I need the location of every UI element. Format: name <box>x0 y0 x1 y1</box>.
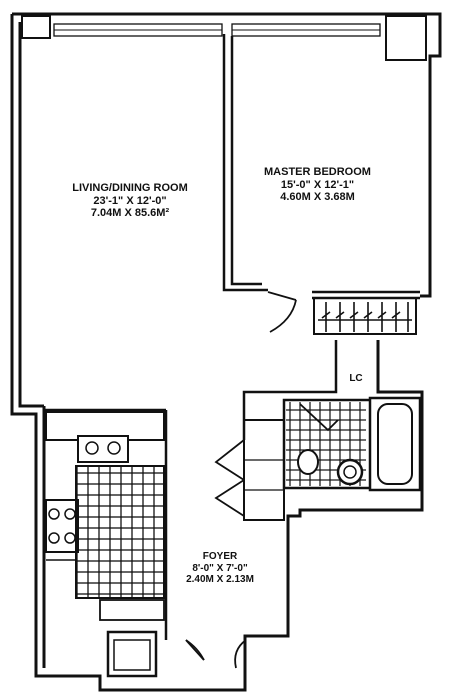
exterior-walls <box>10 12 442 692</box>
living-room-dim-m: 7.04M X 85.6M² <box>90 207 170 220</box>
kitchen <box>45 411 165 621</box>
foyer-label: FOYER 8'-0" X 7'-0" 2.40M X 2.13M <box>150 551 290 586</box>
foyer-name: FOYER <box>202 551 238 562</box>
living-room-name: LIVING/DINING ROOM <box>72 182 188 194</box>
linen-closet-label: LC <box>349 373 363 384</box>
bedroom-door <box>267 291 297 333</box>
hall-closet-doors <box>214 419 285 521</box>
bedroom-dim-ft: 15'-0" X 12'-1" <box>280 178 355 191</box>
bedroom-dim-m: 4.60M X 3.68M <box>280 191 355 204</box>
living-room-dim-ft: 23'-1" X 12'-0" <box>93 194 167 207</box>
foyer-dim-ft: 8'-0" X 7'-0" <box>192 562 248 574</box>
bedroom-closet <box>313 297 417 335</box>
foyer-dim-m: 2.40M X 2.13M <box>186 574 254 585</box>
entry-door <box>106 630 247 678</box>
top-windows <box>21 15 427 61</box>
bathroom <box>282 396 422 492</box>
bedroom-name: MASTER BEDROOM <box>264 166 371 178</box>
living-room-label: LIVING/DINING ROOM 23'-1" X 12'-0" 7.04M… <box>30 182 230 220</box>
bedroom-label: MASTER BEDROOM 15'-0" X 12'-1" 4.60M X 3… <box>230 166 405 204</box>
